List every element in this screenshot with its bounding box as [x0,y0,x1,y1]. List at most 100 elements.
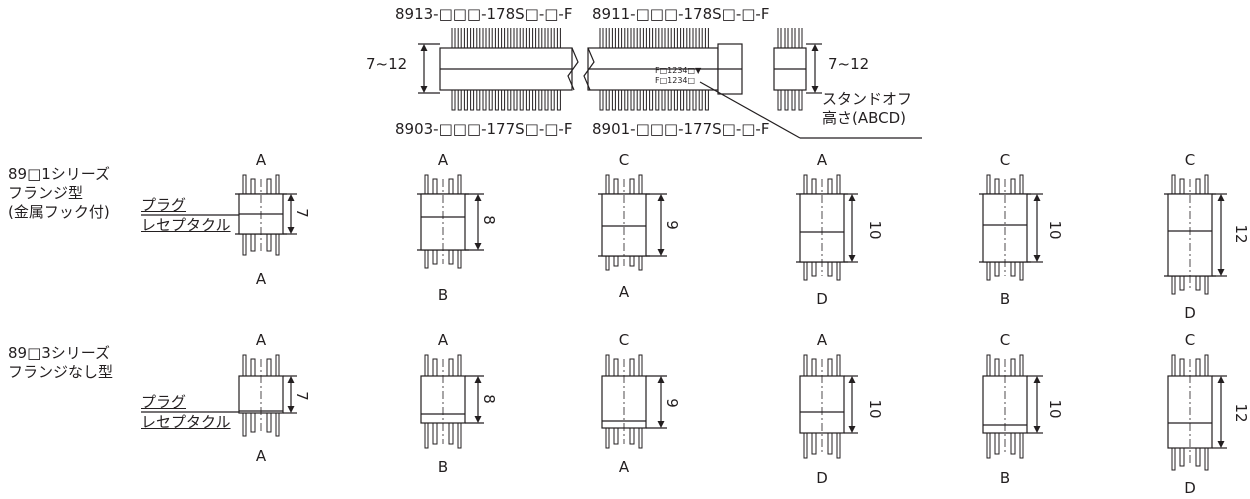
pin-upper [242,354,247,376]
mated-height-label: 8 [480,394,498,404]
standoff-letter-top: A [816,151,828,169]
pin-upper [532,28,537,49]
pin-lower [692,90,697,111]
plug-label: プラグ [141,393,187,411]
pin-upper [507,28,512,49]
arrow-head [474,416,482,423]
pin-upper [605,354,610,376]
pin-lower [704,90,709,111]
marking-lower: F□1234□ [655,76,696,85]
hook [1195,178,1201,194]
pin-lower [525,90,530,111]
pin-upper [642,28,647,49]
pin-upper [655,28,660,49]
pin-upper [1171,174,1176,194]
hook [629,358,635,376]
hook [432,250,438,265]
part-number-upper-right: 8911-□□□-178S□-□-F [592,5,770,23]
arrow-head [1217,269,1225,276]
pin-lower [599,90,604,111]
standoff-label-line2: 高さ(ABCD) [822,109,907,127]
pin-lower [507,90,512,111]
standoff-letter-top: C [1184,331,1196,349]
pin-upper [457,354,462,376]
pin-upper [618,28,623,49]
pin-upper [1019,174,1024,194]
standoff-label-line1: スタンドオフ [822,90,913,108]
arrow-head [474,243,482,250]
standoff-letter-bottom: A [255,270,267,288]
hook [1010,178,1016,194]
pin-lower [242,413,247,437]
pin-lower [986,433,991,459]
arrow-head [848,376,856,383]
hook [811,178,817,194]
hook [1010,358,1016,376]
pin-upper [556,28,561,49]
pin-upper [513,28,518,49]
standoff-letter-top: C [1184,151,1196,169]
standoff-letter-top: C [999,151,1011,169]
pin-upper [836,174,841,194]
pin-lower [777,90,782,111]
pin-lower [519,90,524,111]
arrow-head [811,44,819,51]
pin-lower [1171,448,1176,471]
pin-upper [1204,354,1209,376]
part-number-upper-left: 8913-□□□-178S□-□-F [395,5,573,23]
pin-lower [1019,262,1024,281]
pin-lower [836,433,841,459]
plug-label: プラグ [141,196,187,214]
pin-upper [1204,174,1209,194]
pin-lower [457,423,462,449]
hook [266,178,272,194]
hook [448,358,454,376]
hook [250,178,256,194]
pin-lower [424,423,429,449]
pin-lower [680,90,685,111]
hook [827,358,833,376]
pin-upper [803,174,808,194]
pin-upper [680,28,685,49]
hook [1010,262,1016,277]
hook [266,413,272,433]
connector-body [420,375,466,424]
pin-upper [704,28,709,49]
hook [1179,276,1185,291]
standoff-letter-bottom: B [437,286,449,304]
pin-lower [630,90,635,111]
standoff-letter-bottom: B [999,469,1011,487]
hook [1179,358,1185,376]
arrow-head [848,194,856,201]
arrow-head [1033,194,1041,201]
pin-lower [544,90,549,111]
hook [827,178,833,194]
hook [1010,433,1016,455]
arrow-head [1217,376,1225,383]
pin-lower [624,90,629,111]
pin-upper [638,354,643,376]
pin-upper [424,174,429,194]
hook [1195,358,1201,376]
arrow-head [287,194,295,201]
arrow-head [657,376,665,383]
standoff-letter-bottom: B [437,458,449,476]
hook [1195,276,1201,291]
pin-upper [698,28,703,49]
pin-upper [986,174,991,194]
pin-lower [501,90,506,111]
pin-lower [618,90,623,111]
hook [811,358,817,376]
pin-upper [476,28,481,49]
hook [629,178,635,194]
hook [629,256,635,267]
connector-body [982,193,1028,263]
standoff-letter-top: A [816,331,828,349]
arrow-head [287,406,295,413]
pin-lower [1171,276,1176,295]
series-label-no-flange: 89□3シリーズ フランジなし型 [8,344,114,381]
arrow-head [657,421,665,428]
pin-lower [494,90,499,111]
arrow-head [1033,426,1041,433]
